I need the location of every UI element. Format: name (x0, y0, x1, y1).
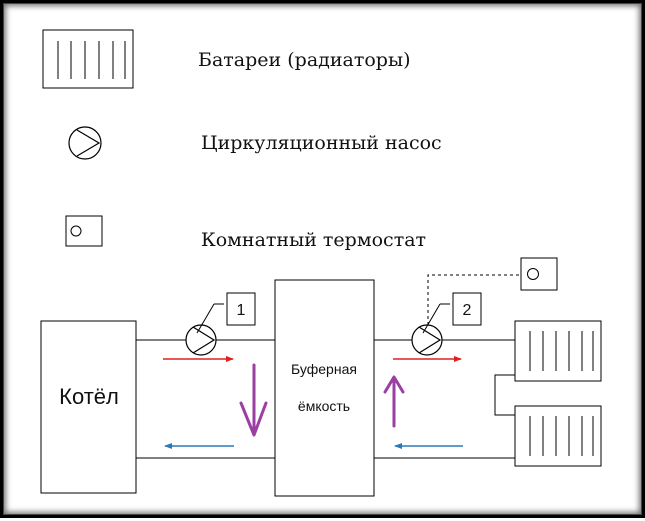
radiator-lower (514, 405, 602, 467)
pump-1-number: 1 (237, 302, 246, 319)
thermostat-control-wire (427, 274, 521, 325)
pump-2 (411, 303, 450, 356)
pump-1-number-box (226, 292, 256, 326)
legend-pump-label: Циркуляционный насос (201, 132, 442, 154)
legend-thermostat-icon (65, 215, 103, 247)
pump-2-number-box (452, 292, 482, 326)
boiler-label: Котёл (59, 384, 119, 409)
flow-down-arrow (239, 363, 268, 437)
legend-thermostat-label: Комнатный термостат (201, 229, 426, 251)
legend-radiators-label: Батареи (радиаторы) (198, 49, 410, 71)
pump-2-number: 2 (463, 302, 472, 319)
heating-scheme: Батареи (радиаторы) Циркуляционный насос… (40, 29, 602, 497)
boiler (40, 320, 137, 494)
radiator-upper (514, 320, 602, 382)
room-thermostat (520, 257, 558, 291)
legend-radiator-icon (42, 29, 134, 89)
buffer-label-line2: ёмкость (298, 398, 350, 414)
flow-up-arrow (383, 375, 405, 428)
pump-1 (185, 303, 224, 356)
pipes (136, 339, 515, 459)
buffer-label-line1: Буферная (291, 361, 357, 377)
legend-pump-icon (68, 126, 102, 160)
buffer-tank (274, 279, 375, 497)
